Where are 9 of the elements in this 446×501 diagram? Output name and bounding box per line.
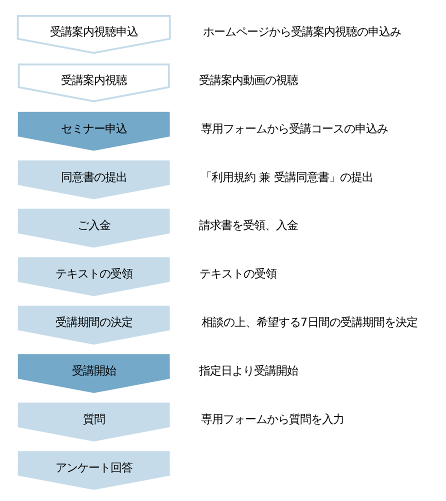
node-label: 専用フォームから質問を入力 [200, 412, 344, 426]
node-label: 専用フォームから受講コースの申込み [200, 121, 388, 136]
node-label: 請求書を受領、入金 [198, 218, 298, 232]
node-label: 指定日より受講開始 [198, 364, 298, 378]
node-label: 「利用規約 兼 受講同意書」の提出 [200, 170, 372, 184]
node-label: ホームページから受講案内視聴の申込み [202, 24, 400, 38]
node-label: 相談の上、希望する7日間の受講期間を決定 [200, 315, 418, 330]
node-label: 受講案内動画の視聴 [198, 72, 298, 87]
node-label: テキストの受領 [199, 266, 276, 281]
